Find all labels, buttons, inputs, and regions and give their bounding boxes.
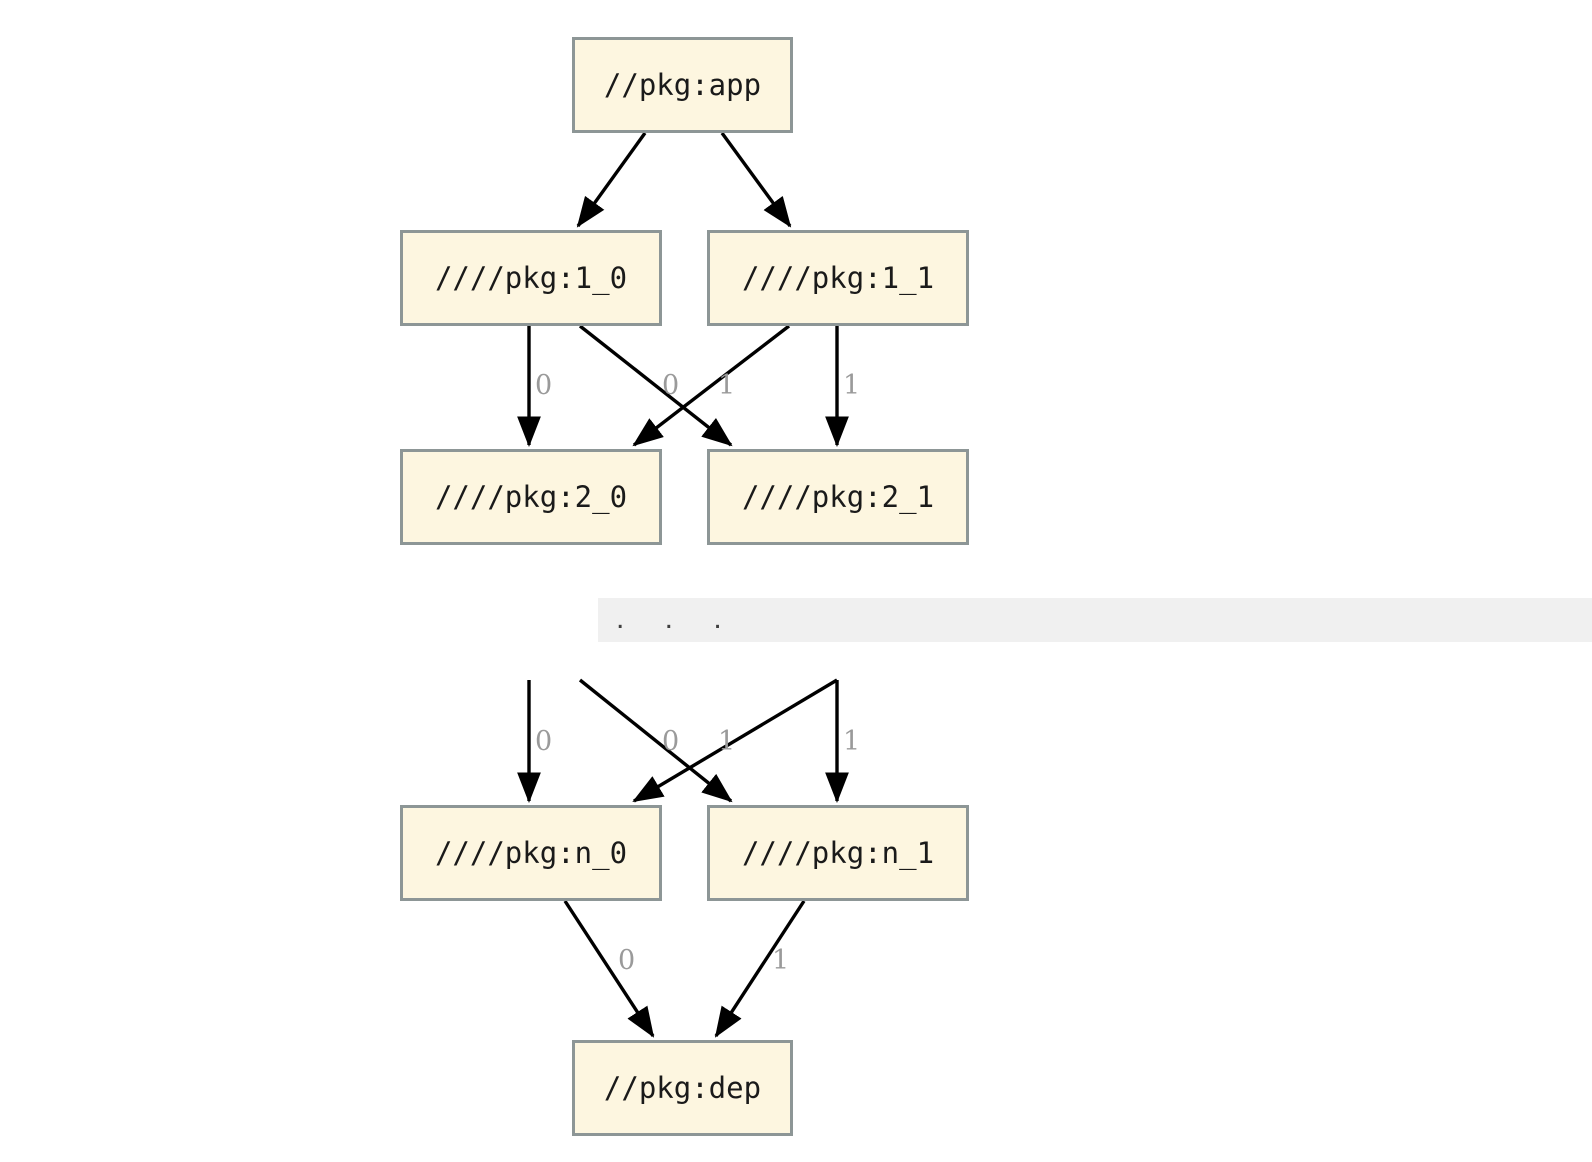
graph-node-label: ////pkg:2_1	[741, 480, 935, 514]
graph-edge-nn_0-to-dep	[563, 900, 655, 1038]
graph-edge-source-to-nn_1	[578, 678, 733, 803]
edge-label: 0	[662, 726, 680, 757]
graph-node-nn_0[interactable]: ////pkg:n_0	[400, 805, 662, 901]
graph-node-n1_1[interactable]: ////pkg:1_1	[707, 230, 969, 326]
edge-label: 1	[843, 370, 861, 401]
graph-node-label: //pkg:app	[603, 68, 762, 102]
graph-node-label: ////pkg:n_1	[741, 836, 935, 870]
edge-lines	[517, 131, 849, 1038]
graph-node-app[interactable]: //pkg:app	[572, 37, 793, 133]
edge-label: 1	[843, 726, 861, 757]
graph-edge-source-to-nn_0	[632, 678, 838, 803]
graph-edge-app-to-n1_0	[576, 132, 647, 228]
graph-node-label: ////pkg:n_0	[434, 836, 628, 870]
ellipsis-dots: . . .	[616, 602, 738, 635]
graph-edge-n1_0-to-n2_1	[578, 324, 733, 447]
graph-node-label: ////pkg:2_0	[434, 480, 628, 514]
ellipsis-separator-band: . . .	[598, 598, 1592, 642]
graph-node-label: ////pkg:1_1	[741, 261, 935, 295]
graph-edge-nn_1-to-dep	[714, 900, 806, 1038]
edge-label: 0	[535, 726, 553, 757]
graph-node-label: //pkg:dep	[603, 1071, 762, 1105]
graph-edge-app-to-n1_1	[720, 131, 792, 228]
graph-node-nn_1[interactable]: ////pkg:n_1	[707, 805, 969, 901]
graph-node-dep[interactable]: //pkg:dep	[572, 1040, 793, 1136]
edge-label: 1	[718, 370, 736, 401]
graph-node-label: ////pkg:1_0	[434, 261, 628, 295]
edge-label: 1	[772, 945, 790, 976]
edge-label: 1	[718, 726, 736, 757]
edge-label: 0	[662, 370, 680, 401]
edge-label: 0	[618, 945, 636, 976]
graph-edge-n1_1-to-n2_0	[632, 324, 791, 447]
graph-node-n2_0[interactable]: ////pkg:2_0	[400, 449, 662, 545]
graph-node-n1_0[interactable]: ////pkg:1_0	[400, 230, 662, 326]
graph-node-n2_1[interactable]: ////pkg:2_1	[707, 449, 969, 545]
edge-label: 0	[535, 370, 553, 401]
